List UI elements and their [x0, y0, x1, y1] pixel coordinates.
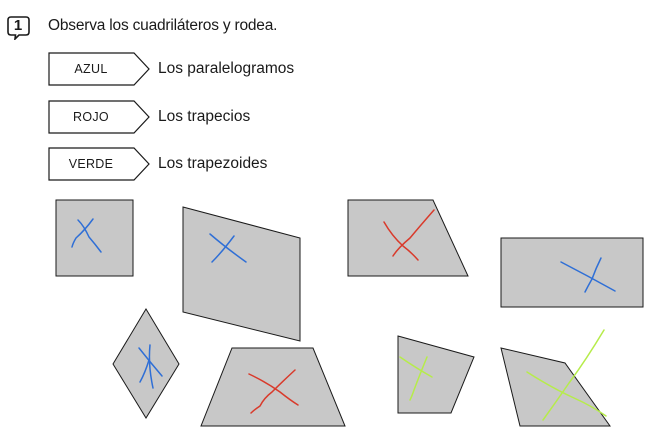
exercise-number: 1: [13, 17, 23, 34]
arrow-tag-icon: [48, 100, 150, 134]
legend-tag-rojo: ROJO: [73, 110, 109, 124]
speech-bubble-icon: [7, 16, 30, 40]
legend-text-trapezoides: Los trapezoides: [158, 155, 268, 172]
blue-marks: [71, 218, 616, 389]
square-shape: [55, 199, 134, 277]
instruction-text: Observa los cuadriláteros y rodea.: [48, 17, 278, 34]
arrow-tag-icon: [48, 52, 150, 86]
rhombus-shape: [112, 308, 180, 419]
trapezoid-shape-1: [397, 335, 475, 414]
legend-tag-azul: AZUL: [74, 62, 108, 76]
rectangle-shape: [500, 237, 644, 308]
red-marks: [248, 209, 435, 414]
legend-text-trapecios: Los trapecios: [158, 108, 251, 125]
legend-text-paralelogramos: Los paralelogramos: [158, 60, 295, 77]
green-marks: [399, 329, 607, 421]
rhomboid-shape: [182, 206, 301, 342]
right-trapezoid-shape: [347, 199, 469, 277]
exercise-number-badge: 1: [7, 16, 31, 40]
trapezoid-shape-2: [500, 347, 611, 427]
legend-tag-verde: VERDE: [68, 157, 114, 171]
arrow-tag-icon: [48, 147, 150, 181]
